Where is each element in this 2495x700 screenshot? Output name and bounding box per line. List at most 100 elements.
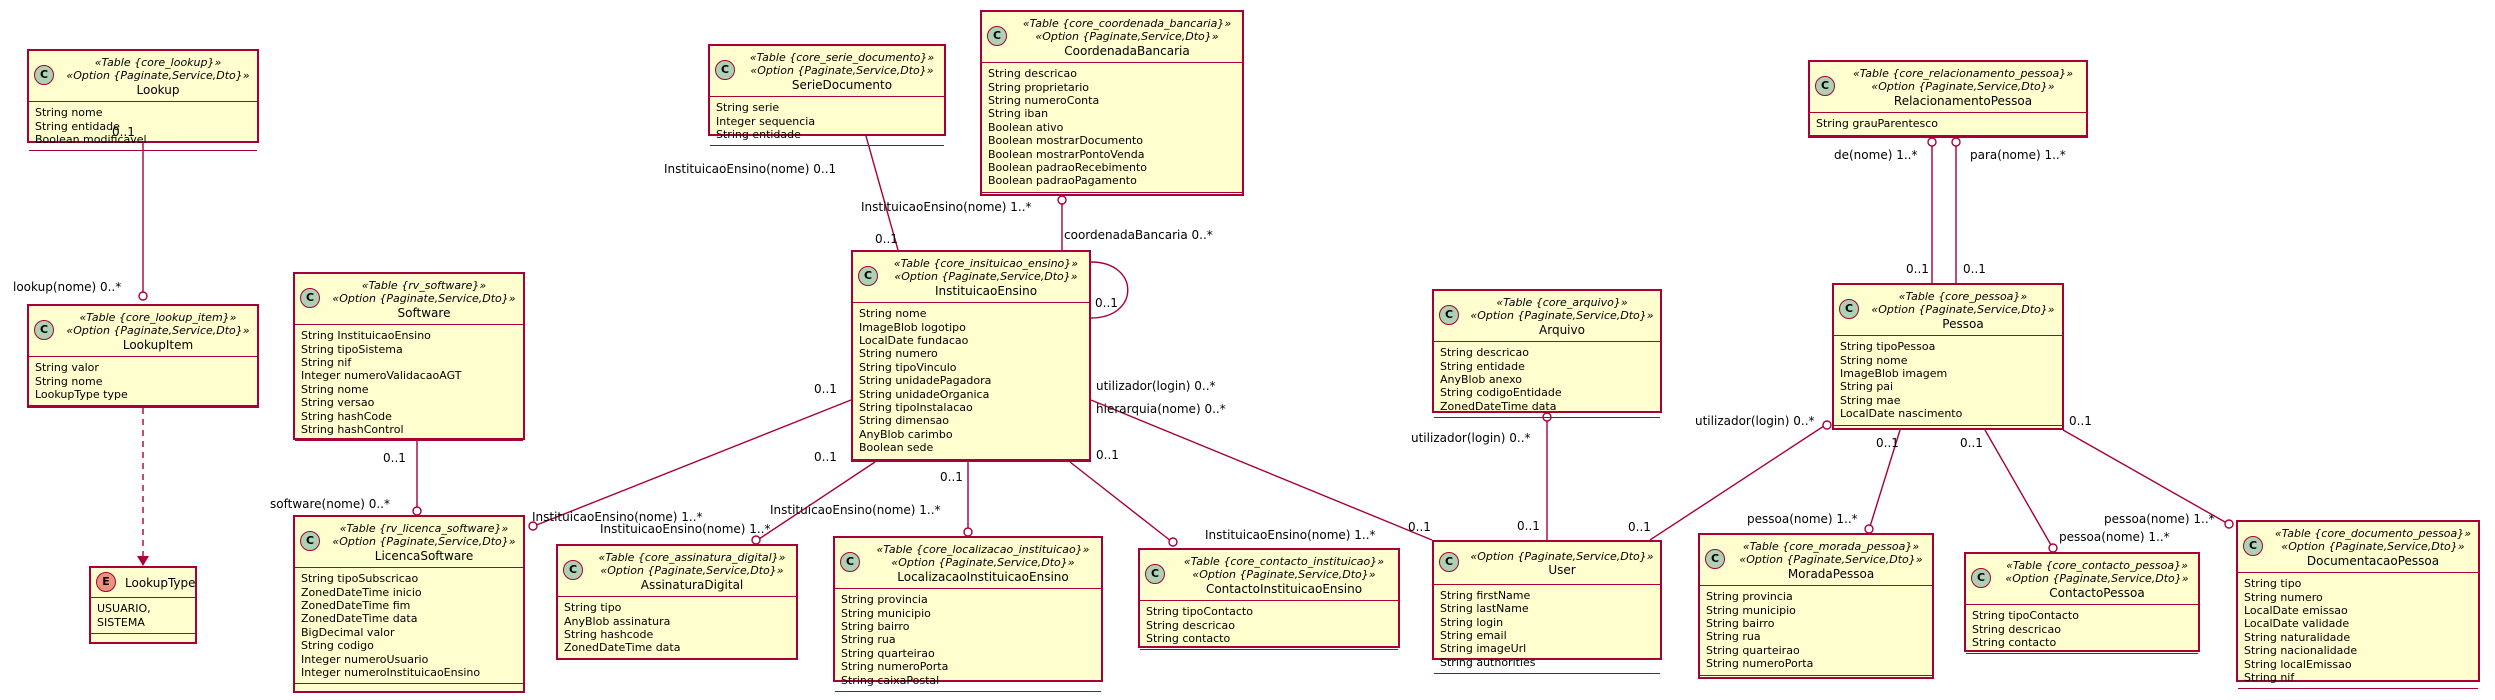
class-stereotype: «Table {core_lookup}» xyxy=(94,56,222,69)
agg-lookupitem xyxy=(138,291,148,301)
class-attribute: String nacionalidade xyxy=(2244,644,2358,658)
label: 0..1 xyxy=(1628,520,1651,534)
class-attribute: String contacto xyxy=(1146,632,1231,646)
class-icon: C xyxy=(987,26,1007,47)
class-attribute: String numeroPorta xyxy=(1706,657,1814,671)
class-attribute: ZonedDateTime data xyxy=(301,612,418,626)
label: hierarquia(nome) 0..* xyxy=(1096,402,1226,416)
label: InstituicaoEnsino(nome) 1..* xyxy=(770,503,941,517)
class-stereotype: «Table {core_coordenada_bancaria}» xyxy=(1022,17,1232,30)
label: software(nome) 0..* xyxy=(270,497,390,511)
label: 0..1 xyxy=(875,232,898,246)
class-icon: C xyxy=(1839,299,1859,320)
class-attribute: Boolean ativo xyxy=(988,120,1064,134)
class-attribute: ZonedDateTime fim xyxy=(301,599,411,613)
class-icon: C xyxy=(563,560,583,581)
label: pessoa(nome) 1..* xyxy=(2104,512,2215,526)
class-contactoinstituicaoensino: C «Table {core_contacto_instituicao}» «O… xyxy=(1138,548,1400,651)
class-name: Pessoa xyxy=(1942,316,1984,331)
class-attribute: String numeroPorta xyxy=(841,660,949,674)
class-icon: C xyxy=(715,60,735,81)
class-attribute: String localEmissao xyxy=(2244,657,2352,671)
class-stereotype: «Option {Paginate,Service,Dto}» xyxy=(66,69,250,83)
label: 0..1 xyxy=(1096,448,1119,462)
assoc-pessoa-docpessoa xyxy=(2062,429,2233,527)
class-attribute: String hashCode xyxy=(301,409,392,423)
class-name: MoradaPessoa xyxy=(1787,566,1875,581)
class-stereotype: «Table {rv_licenca_software}» xyxy=(339,522,509,535)
class-name: LookupType xyxy=(125,576,196,590)
class-stereotype: «Option {Paginate,Service,Dto}» xyxy=(1192,568,1376,582)
class-user: C «Option {Paginate,Service,Dto}» User S… xyxy=(1432,540,1662,675)
agg-licenca-inst xyxy=(528,521,538,531)
class-stereotype: «Option {Paginate,Service,Dto}» xyxy=(1871,80,2055,94)
class-attribute: String descricao xyxy=(988,67,1077,81)
class-attribute: String descricao xyxy=(1972,622,2061,636)
class-attribute: String login xyxy=(1440,615,1504,629)
class-stereotype: «Option {Paginate,Service,Dto}» xyxy=(1470,309,1654,323)
label: pessoa(nome) 1..* xyxy=(2059,530,2170,544)
class-name: DocumentacaoPessoa xyxy=(2306,553,2440,568)
class-stereotype: «Option {Paginate,Service,Dto}» xyxy=(1470,550,1654,563)
class-attribute: ZonedDateTime data xyxy=(1440,399,1557,413)
class-icon: C xyxy=(34,65,54,86)
label: 0..1 xyxy=(1517,519,1540,533)
class-attribute: String nif xyxy=(301,356,352,370)
class-stereotype: «Table {core_pessoa}» xyxy=(1898,290,2028,303)
class-moradapessoa: C «Table {core_morada_pessoa}» «Option {… xyxy=(1698,533,1934,679)
class-attribute: String hashControl xyxy=(301,423,404,437)
class-stereotype: «Option {Paginate,Service,Dto}» xyxy=(891,556,1075,570)
class-attribute: Integer sequencia xyxy=(716,114,816,128)
class-attribute: String proprietario xyxy=(988,80,1090,94)
agg-arquivo xyxy=(1542,412,1552,422)
class-attribute: String unidadeOrganica xyxy=(859,387,990,401)
class-attribute: String numero xyxy=(859,347,938,361)
class-attribute: String bairro xyxy=(841,620,910,634)
class-stereotype: «Table {core_documento_pessoa}» xyxy=(2274,527,2472,540)
class-attribute: LocalDate validade xyxy=(2244,617,2350,631)
class-attribute: ImageBlob logotipo xyxy=(859,320,966,334)
class-attribute: String InstituicaoEnsino xyxy=(301,329,431,343)
class-attribute: Boolean padraoPagamento xyxy=(988,174,1137,188)
class-lookupitem: C «Table {core_lookup_item}» «Option {Pa… xyxy=(27,304,259,408)
class-name: SerieDocumento xyxy=(791,77,893,92)
class-icon: C xyxy=(1439,551,1459,572)
class-documentacaopessoa: C «Table {core_documento_pessoa}» «Optio… xyxy=(2236,520,2480,690)
class-stereotype: «Table {core_localizacao_instituicao}» xyxy=(876,543,1090,556)
class-attribute: String descricao xyxy=(1440,346,1529,360)
class-name: InstituicaoEnsino xyxy=(934,283,1038,298)
class-stereotype: «Option {Paginate,Service,Dto}» xyxy=(66,324,250,338)
class-assinaturadigital: C «Table {core_assinatura_digital}» «Opt… xyxy=(556,544,798,660)
enum-icon: E xyxy=(96,571,116,592)
class-licencasoftware: C «Table {rv_licenca_software}» «Option … xyxy=(293,515,525,693)
class-attribute: String bairro xyxy=(1706,617,1775,631)
label: 0..1 xyxy=(112,125,135,139)
class-attribute: ZonedDateTime inicio xyxy=(301,585,422,599)
class-attribute: String municipio xyxy=(841,606,931,620)
class-stereotype: «Table {rv_software}» xyxy=(361,279,487,292)
class-attribute: SISTEMA xyxy=(97,615,145,629)
class-attribute: String nome xyxy=(859,307,927,321)
class-attribute: Boolean sede xyxy=(859,441,934,455)
class-name: ContactoPessoa xyxy=(2049,585,2145,600)
class-attribute: Boolean modificavel xyxy=(35,133,147,147)
class-attribute: Boolean mostrarPontoVenda xyxy=(988,147,1145,161)
class-stereotype: «Table {core_contacto_pessoa}» xyxy=(2006,559,2188,572)
class-attribute: String quarteirao xyxy=(1706,643,1800,657)
class-attribute: String versao xyxy=(301,396,375,410)
class-attribute: String nome xyxy=(301,382,369,396)
class-stereotype: «Table {core_assinatura_digital}» xyxy=(598,551,786,564)
class-localizacaoinstituicaoensino: C «Table {core_localizacao_instituicao}»… xyxy=(833,536,1103,693)
class-attribute: String caixaPostal xyxy=(841,673,940,687)
class-attribute: String quarteirao xyxy=(841,646,935,660)
class-attribute: String tipoPessoa xyxy=(1840,340,1936,354)
assoc-inst-user xyxy=(1090,399,1433,541)
class-name: LocalizacaoInstituicaoEnsino xyxy=(897,569,1069,584)
class-attribute: String nome xyxy=(1840,353,1908,367)
class-attribute: String naturalidade xyxy=(2244,630,2351,644)
class-attribute: LocalDate emissao xyxy=(2244,604,2348,618)
class-stereotype: «Option {Paginate,Service,Dto}» xyxy=(894,270,1078,284)
class-icon: C xyxy=(300,288,320,309)
class-attribute: String numero xyxy=(2244,590,2323,604)
class-stereotype: «Table {core_morada_pessoa}» xyxy=(1742,540,1920,553)
